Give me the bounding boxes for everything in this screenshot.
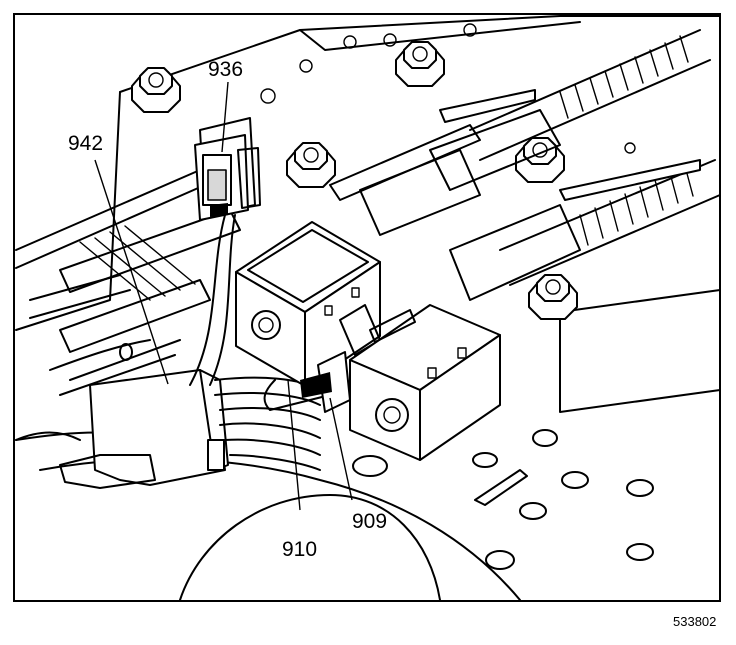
leader-lines: [94, 81, 353, 511]
callout-910: 910: [282, 538, 317, 561]
background-casting: [15, 15, 721, 413]
leader-910: [287, 379, 301, 511]
callout-942: 942: [68, 132, 103, 155]
left-rails: [15, 169, 241, 489]
callout-936: 936: [208, 58, 243, 81]
valve-spools: [329, 29, 721, 301]
connector-936: [194, 117, 261, 221]
solenoid-910: [235, 221, 381, 387]
callout-909: 909: [352, 510, 387, 533]
leader-942: [94, 159, 169, 385]
leader-936: [221, 81, 229, 153]
hex-bolts: [131, 41, 578, 320]
solenoid-909: [300, 304, 501, 461]
wire-harness: [189, 214, 331, 471]
figure-number: 533802: [673, 614, 716, 629]
leader-909: [329, 397, 353, 501]
